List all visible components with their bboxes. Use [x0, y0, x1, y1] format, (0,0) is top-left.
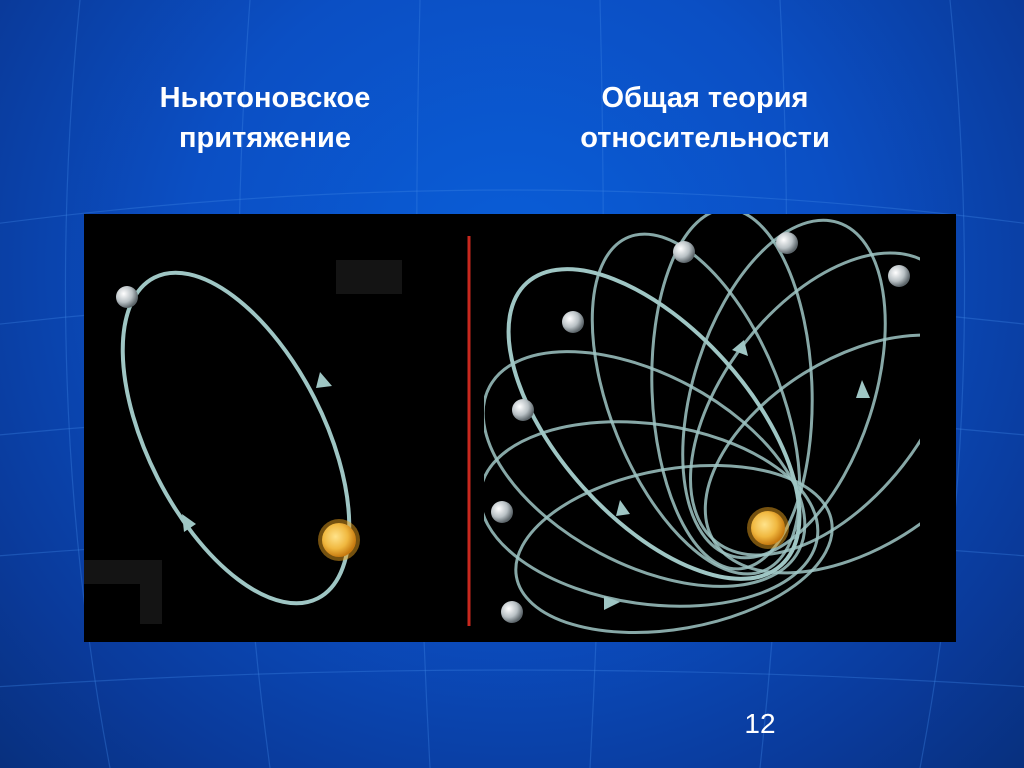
planet-icon [673, 241, 695, 263]
heading-newtonian: Ньютоновское притяжение [159, 82, 371, 154]
planet-icon [512, 399, 534, 421]
orbit-arrow-icon [732, 340, 748, 356]
orbit-arrow-icon [616, 500, 630, 516]
planet-icon [501, 601, 523, 623]
relativistic-orbits [484, 214, 920, 635]
planet-icon [776, 232, 798, 254]
planet-icon [888, 265, 910, 287]
orbit-illustration [84, 214, 956, 642]
planet-icon [491, 501, 513, 523]
orbit-arrow-icon [856, 380, 870, 398]
heading-general-relativity: Общая теория относительности [580, 82, 830, 154]
relativistic-arrows [604, 340, 870, 610]
corner-blocks [84, 260, 402, 624]
planet-positions [491, 232, 910, 623]
sun-icon [747, 507, 789, 549]
sun-icon [318, 519, 360, 561]
planet-icon [116, 286, 138, 308]
newtonian-orbit [116, 270, 360, 606]
page-number: 12 [744, 708, 776, 739]
planet-icon [562, 311, 584, 333]
orbit-arrow-icon [182, 514, 196, 532]
orbit-arrow-icon [604, 596, 620, 610]
orbit-arrow-icon [316, 372, 332, 388]
